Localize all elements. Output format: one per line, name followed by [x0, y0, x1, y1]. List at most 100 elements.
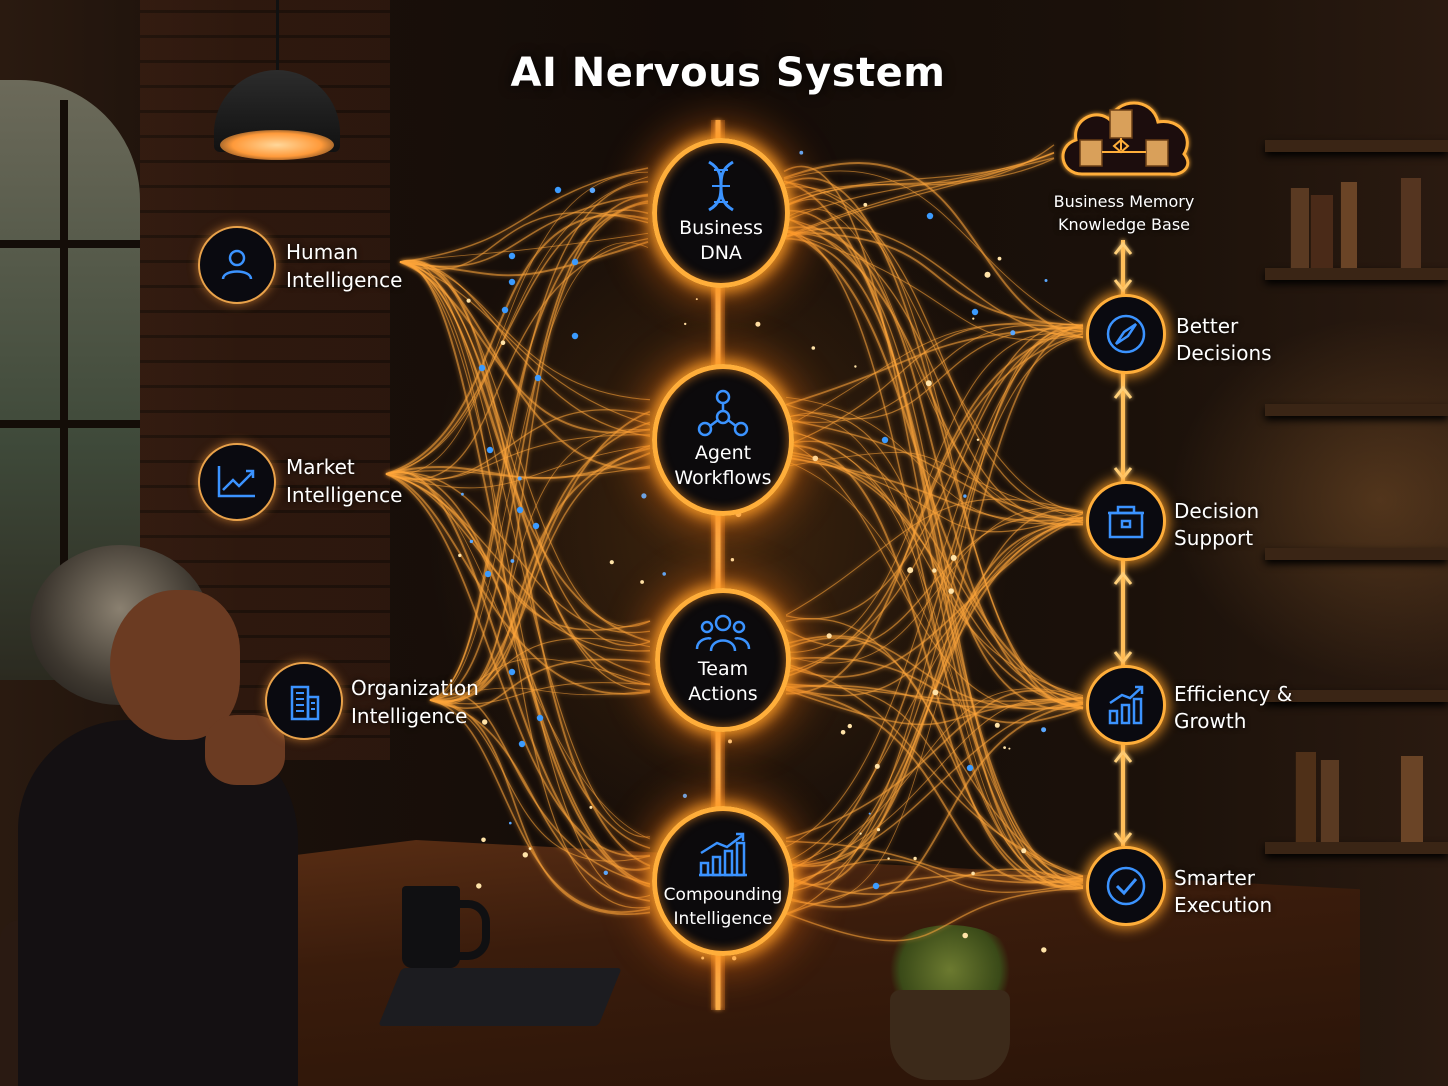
- input-node-organization: [265, 662, 343, 740]
- book: [1400, 178, 1421, 268]
- input-node-human: [198, 226, 276, 304]
- input-node-market: [198, 443, 276, 521]
- spark-dot: [1044, 279, 1048, 282]
- network-fiber: [783, 186, 1084, 708]
- plant-pot: [890, 990, 1010, 1080]
- core-node-team-actions: Team Actions: [655, 588, 791, 732]
- network-fiber: [785, 333, 1084, 653]
- book: [1340, 182, 1357, 268]
- network-fiber: [783, 177, 1084, 706]
- label-line: Decision: [1174, 499, 1260, 523]
- input-label-market: Market Intelligence: [286, 453, 402, 509]
- dna-icon: [708, 160, 734, 212]
- network-fiber: [785, 325, 1084, 848]
- network-fiber: [385, 473, 651, 849]
- spark-dot: [932, 568, 937, 573]
- spark-dot: [881, 436, 889, 444]
- network-fiber: [785, 418, 1084, 524]
- network-fiber: [385, 473, 651, 858]
- spark-dot: [826, 633, 832, 639]
- spark-dot: [571, 332, 579, 340]
- network-fiber: [785, 157, 1055, 237]
- spark-dot: [662, 572, 666, 576]
- network-fiber: [785, 701, 1084, 908]
- label-line: Support: [1174, 526, 1254, 550]
- network-fiber: [429, 699, 651, 902]
- network-fiber: [429, 693, 651, 885]
- core-label-line: Compounding: [663, 885, 783, 905]
- compass-icon: [1106, 314, 1146, 354]
- network-fiber: [785, 431, 1084, 889]
- core-label-line: Intelligence: [673, 909, 773, 929]
- network-fiber: [783, 228, 1084, 884]
- bar-chart-icon: [1108, 685, 1144, 725]
- network-fiber: [399, 261, 651, 909]
- spark-dot: [1041, 947, 1047, 953]
- spark-dot: [528, 847, 532, 850]
- label-line: Human: [286, 240, 359, 264]
- spark-dot: [925, 380, 932, 387]
- label-line: Execution: [1174, 893, 1273, 917]
- network-fiber: [785, 325, 1084, 674]
- network-fiber: [783, 226, 1084, 710]
- core-label-line: Agent: [694, 442, 752, 464]
- core-label-line: Workflows: [674, 467, 772, 489]
- network-fiber: [385, 452, 651, 480]
- label-line: Knowledge Base: [1058, 215, 1190, 234]
- spark-dot: [508, 668, 516, 676]
- output-label-better-decisions: Better Decisions: [1176, 313, 1272, 367]
- label-line: Better: [1176, 314, 1239, 338]
- window-frame: [0, 420, 140, 428]
- output-label-efficiency-growth: Efficiency & Growth: [1174, 681, 1292, 735]
- spark-dot: [461, 492, 464, 496]
- network-fiber: [429, 637, 651, 703]
- network-fiber: [785, 657, 1084, 724]
- spark-dot: [755, 321, 761, 327]
- network-fiber: [785, 151, 1055, 238]
- spark-dot: [863, 202, 868, 207]
- spark-dot: [589, 805, 593, 809]
- spark-dot: [907, 567, 914, 574]
- bookshelf: [1265, 690, 1448, 702]
- output-label-smarter-execution: Smarter Execution: [1174, 865, 1272, 919]
- network-fiber: [785, 516, 1084, 678]
- spark-dot: [536, 714, 544, 722]
- spark-dot: [501, 306, 509, 314]
- network-fiber: [785, 635, 1084, 710]
- spark-dot: [1021, 848, 1027, 854]
- spark-dot: [701, 956, 705, 960]
- network-fiber: [785, 701, 1084, 866]
- network-fiber: [785, 689, 1084, 726]
- label-line: Intelligence: [286, 483, 403, 507]
- network-fiber: [783, 231, 1084, 327]
- spark-dot: [518, 740, 526, 748]
- network-fiber: [399, 261, 651, 434]
- network-fiber: [429, 699, 651, 916]
- spark-dot: [811, 346, 816, 350]
- spark-dot: [847, 723, 852, 729]
- spark-dot: [859, 832, 862, 835]
- spark-dot: [868, 812, 871, 815]
- workflow-icon: [697, 389, 749, 437]
- person-icon: [221, 249, 253, 280]
- network-fiber: [785, 688, 1084, 868]
- network-fiber: [785, 451, 1084, 520]
- network-fiber: [783, 208, 1084, 517]
- window-frame: [0, 240, 140, 248]
- network-fiber: [429, 180, 649, 701]
- spark-dot: [876, 828, 881, 832]
- spark-dot: [695, 298, 698, 301]
- spark-dot: [508, 278, 516, 286]
- spark-dot: [510, 559, 515, 563]
- network-fiber: [399, 261, 651, 426]
- network-fiber: [785, 396, 1084, 525]
- spark-dot: [517, 476, 522, 481]
- book: [1290, 188, 1309, 268]
- network-fiber: [783, 210, 1084, 888]
- network-fiber: [399, 260, 651, 470]
- network-fiber: [399, 232, 649, 263]
- network-fiber: [1113, 385, 1133, 399]
- network-fiber: [385, 176, 649, 475]
- spark-dot: [522, 852, 528, 858]
